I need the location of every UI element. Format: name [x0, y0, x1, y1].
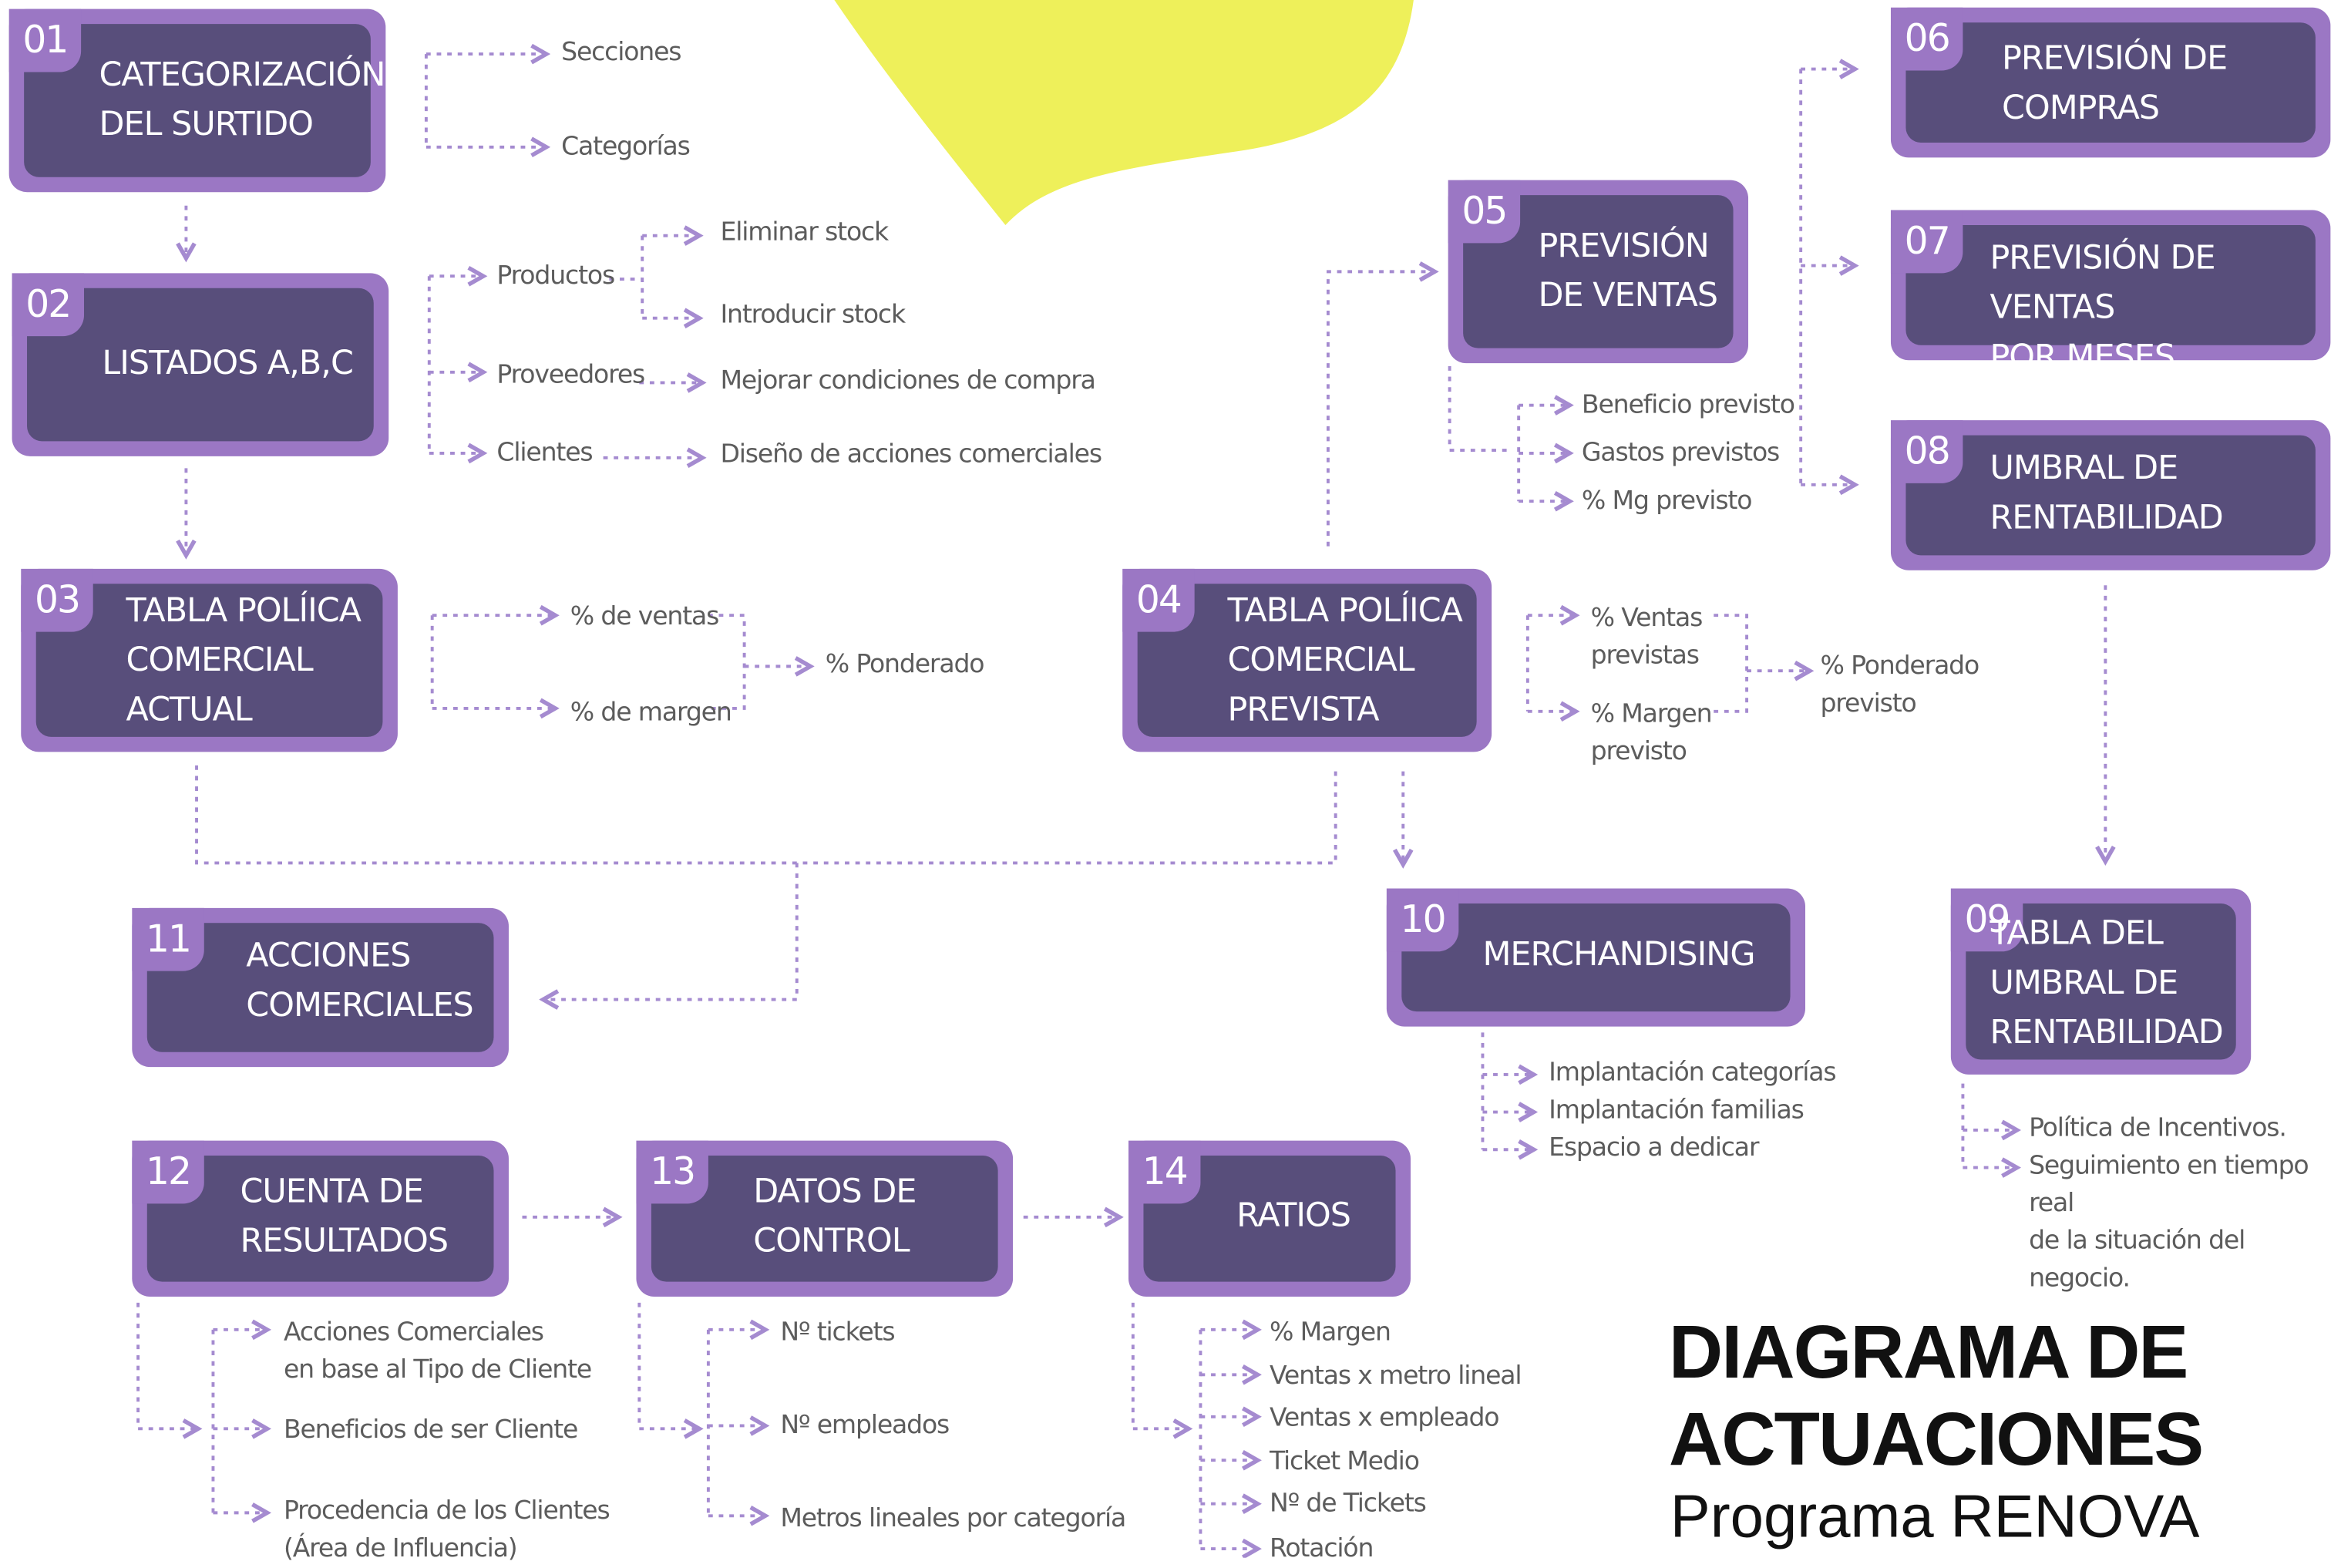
- label-pct-ventas-previstas: % Ventas previstas: [1590, 603, 1704, 671]
- label-beneficio-previsto: Beneficio previsto: [1581, 390, 1795, 421]
- label-ratio-ticket-medio: Ticket Medio: [1269, 1446, 1420, 1477]
- box-title: ACCIONES COMERCIALES: [246, 937, 473, 1025]
- box-title: TABLA POLÍICA COMERCIAL PREVISTA: [1227, 592, 1462, 730]
- box-number: 03: [21, 568, 93, 632]
- box-number: 11: [132, 907, 204, 971]
- box-14-ratios: 14 RATIOS: [1128, 1140, 1411, 1297]
- box-title: DATOS DE CONTROL: [753, 1173, 917, 1261]
- label-n-empleados: Nº empleados: [780, 1410, 950, 1441]
- box-01-categorizacion: 01 CATEGORIZACIÓN DEL SURTIDO: [8, 8, 385, 193]
- label-productos: Productos: [496, 261, 615, 291]
- box-title: PREVISIÓN DE VENTAS: [1538, 227, 1718, 315]
- box-title: PREVISIÓN DE COMPRAS: [2002, 40, 2228, 128]
- box-12-cuenta-resultados: 12 CUENTA DE RESULTADOS: [132, 1140, 509, 1297]
- label-secciones: Secciones: [561, 37, 681, 68]
- box-07-prevision-ventas-meses: 07 PREVISIÓN DE VENTAS POR MESES: [1890, 210, 2331, 377]
- label-implantacion-categorias: Implantación categorías: [1549, 1058, 1837, 1089]
- diagram-subtitle: Programa RENOVA: [1670, 1484, 2200, 1551]
- box-03-tabla-actual: 03 TABLA POLÍICA COMERCIAL ACTUAL: [21, 568, 398, 752]
- box-06-prevision-compras: 06 PREVISIÓN DE COMPRAS: [1890, 7, 2331, 158]
- label-pct-ponderado: % Ponderado: [825, 649, 985, 680]
- box-title: CATEGORIZACIÓN DEL SURTIDO: [99, 56, 385, 144]
- label-diseno-acciones: Diseño de acciones comerciales: [720, 439, 1102, 470]
- label-pct-margen: % de margen: [570, 698, 732, 728]
- title-line-2: ACTUACIONES: [1668, 1397, 2204, 1482]
- label-clientes: Clientes: [496, 438, 593, 469]
- label-acciones-tipo-cliente: Acciones Comerciales en base al Tipo de …: [283, 1317, 592, 1385]
- box-number: 01: [8, 8, 82, 72]
- label-espacio-dedicar: Espacio a dedicar: [1549, 1132, 1759, 1163]
- box-number: 05: [1448, 180, 1521, 244]
- box-number: 04: [1122, 568, 1195, 632]
- box-number: 12: [132, 1140, 204, 1204]
- box-title: MERCHANDISING: [1482, 936, 1755, 974]
- decorative-yellow-blob: [834, 0, 1414, 226]
- label-mejorar-condiciones: Mejorar condiciones de compra: [720, 366, 1096, 396]
- box-05-prevision-ventas: 05 PREVISIÓN DE VENTAS: [1448, 180, 1749, 364]
- box-number: 09: [1950, 888, 2023, 952]
- label-politica-incentivos: Política de Incentivos.: [2029, 1113, 2287, 1144]
- label-implantacion-familias: Implantación familias: [1549, 1095, 1805, 1126]
- box-10-merchandising: 10 MERCHANDISING: [1386, 888, 1806, 1027]
- box-number: 10: [1386, 888, 1459, 952]
- label-ratio-margen: % Margen: [1269, 1317, 1391, 1348]
- label-n-tickets: Nº tickets: [780, 1317, 895, 1348]
- diagram-title: DIAGRAMA DE ACTUACIONES: [1668, 1309, 2204, 1483]
- label-proveedores: Proveedores: [496, 360, 645, 391]
- title-line-1: DIAGRAMA DE: [1668, 1310, 2189, 1395]
- box-number: 08: [1890, 420, 1963, 483]
- label-pct-margen-previsto: % Margen previsto: [1590, 699, 1713, 767]
- label-mg-previsto: % Mg previsto: [1581, 486, 1753, 516]
- label-pct-ventas: % de ventas: [570, 601, 720, 632]
- label-ratio-empleado: Ventas x empleado: [1269, 1403, 1500, 1434]
- box-04-tabla-prevista: 04 TABLA POLÍICA COMERCIAL PREVISTA: [1122, 568, 1492, 752]
- box-title: CUENTA DE RESULTADOS: [240, 1173, 449, 1261]
- label-introducir-stock: Introducir stock: [720, 300, 906, 331]
- box-number: 06: [1890, 7, 1963, 71]
- label-seguimiento: Seguimiento en tiempo real de la situaci…: [2029, 1151, 2309, 1294]
- label-gastos-previstos: Gastos previstos: [1581, 438, 1780, 469]
- label-ratio-metro-lineal: Ventas x metro lineal: [1269, 1361, 1522, 1391]
- label-ratio-n-tickets: Nº de Tickets: [1269, 1489, 1427, 1519]
- box-number: 14: [1128, 1140, 1201, 1204]
- label-eliminar-stock: Eliminar stock: [720, 217, 889, 248]
- box-number: 13: [636, 1140, 708, 1204]
- box-11-acciones-comerciales: 11 ACCIONES COMERCIALES: [132, 907, 509, 1068]
- box-title: UMBRAL DE RENTABILIDAD: [1990, 450, 2223, 537]
- box-title: LISTADOS A,B,C: [102, 345, 353, 383]
- box-13-datos-control: 13 DATOS DE CONTROL: [636, 1140, 1014, 1297]
- label-metros-lineales: Metros lineales por categoría: [780, 1503, 1126, 1534]
- box-title: TABLA DEL UMBRAL DE RENTABILIDAD: [1990, 915, 2223, 1052]
- label-categorias: Categorías: [561, 132, 691, 163]
- box-09-tabla-umbral: 09 TABLA DEL UMBRAL DE RENTABILIDAD: [1950, 888, 2252, 1075]
- box-title: RATIOS: [1236, 1197, 1351, 1236]
- box-title: PREVISIÓN DE VENTAS POR MESES: [1990, 240, 2215, 377]
- box-number: 02: [12, 273, 85, 337]
- label-pct-ponderado-previsto: % Ponderado previsto: [1820, 651, 1979, 719]
- box-number: 07: [1890, 210, 1963, 274]
- label-ratio-rotacion: Rotación: [1269, 1533, 1374, 1564]
- label-procedencia-clientes: Procedencia de los Clientes (Área de Inf…: [283, 1496, 610, 1564]
- box-08-umbral: 08 UMBRAL DE RENTABILIDAD: [1890, 420, 2331, 570]
- box-title: TABLA POLÍICA COMERCIAL ACTUAL: [126, 592, 362, 730]
- box-02-listados: 02 LISTADOS A,B,C: [12, 273, 389, 456]
- label-beneficios-cliente: Beneficios de ser Cliente: [283, 1415, 578, 1445]
